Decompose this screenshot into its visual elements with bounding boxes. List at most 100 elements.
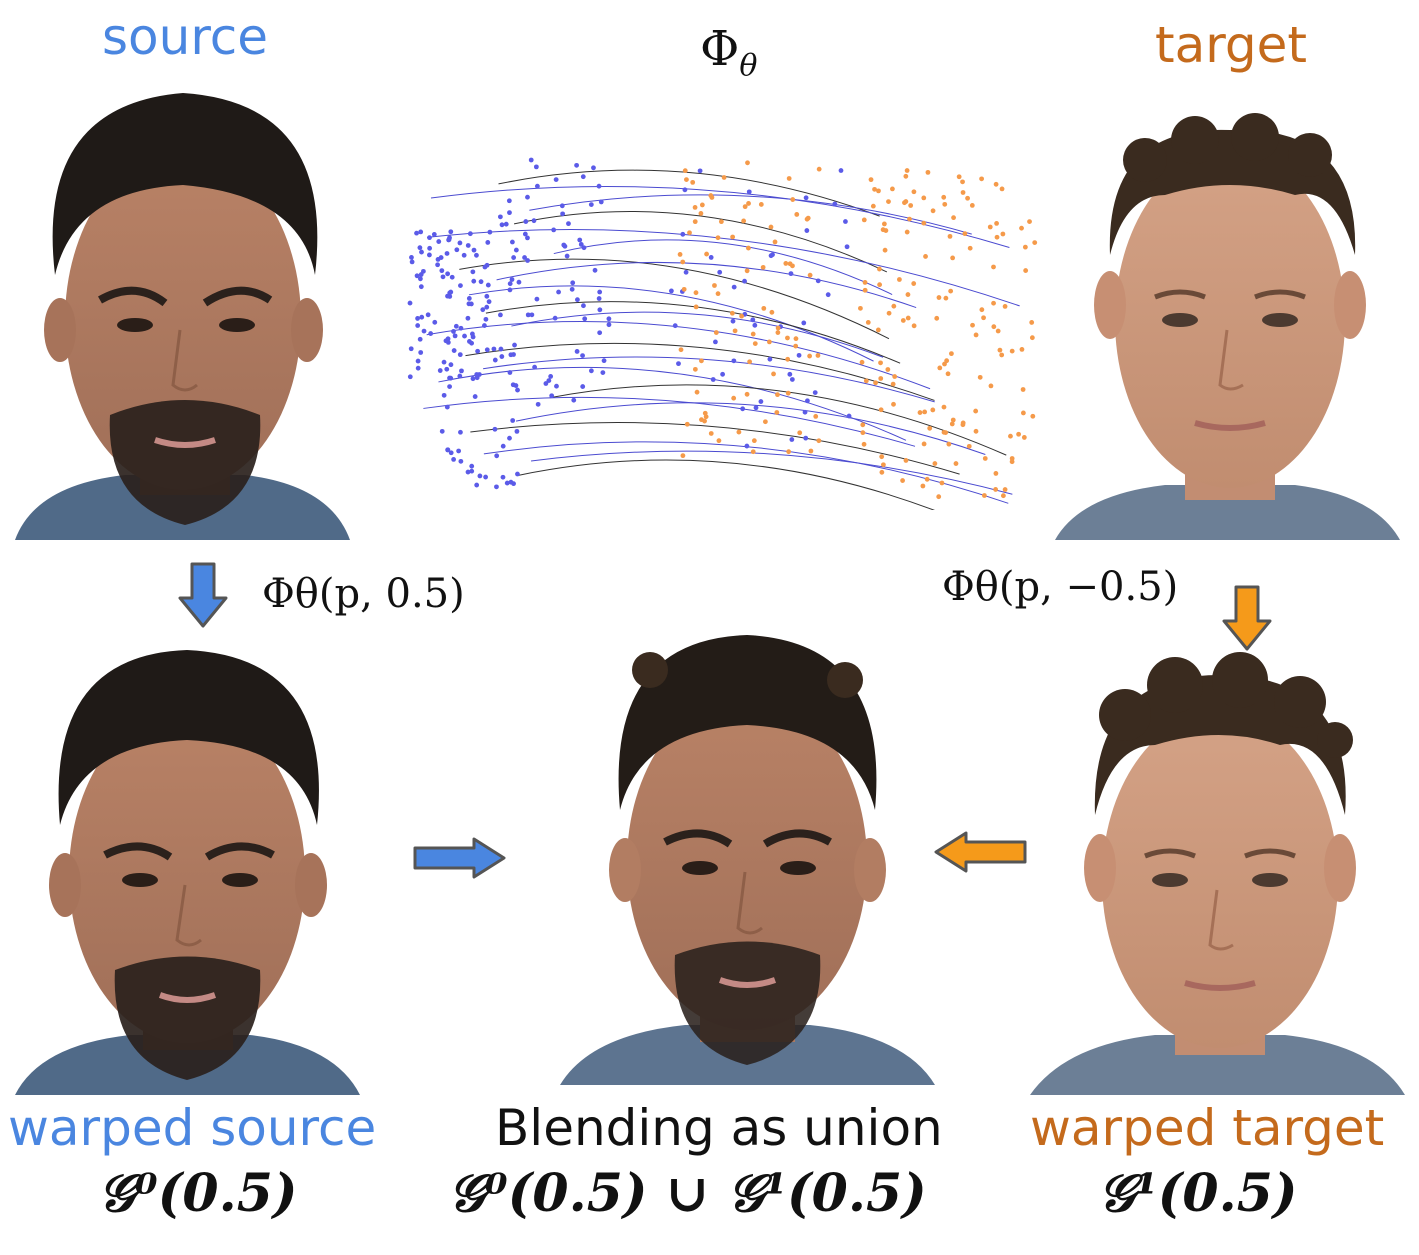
target-point: [1020, 387, 1026, 392]
target-point: [900, 478, 905, 483]
source-point: [552, 315, 558, 321]
source-point: [453, 323, 459, 329]
source-point: [446, 237, 452, 243]
target-point: [960, 190, 966, 195]
target-point: [878, 407, 884, 413]
source-point: [465, 315, 471, 321]
source-point: [415, 358, 421, 364]
source-label: source: [102, 8, 269, 66]
g0-formula: 𝒢⁰(0.5): [98, 1163, 298, 1224]
source-point: [500, 474, 506, 480]
source-point: [414, 273, 420, 279]
target-point: [745, 160, 750, 166]
target-point: [981, 493, 987, 498]
target-point: [680, 259, 686, 265]
target-point: [907, 216, 912, 222]
source-point: [471, 247, 477, 253]
source-point: [451, 348, 457, 353]
source-point: [407, 300, 413, 306]
target-point: [917, 410, 923, 415]
source-point: [435, 257, 441, 262]
source-point: [553, 177, 559, 183]
source-point: [509, 239, 515, 245]
target-point: [785, 356, 791, 362]
target-point: [991, 324, 997, 330]
source-point: [582, 316, 588, 322]
source-point: [600, 370, 606, 376]
source-point: [752, 322, 758, 328]
target-point: [903, 458, 909, 463]
blending-label: Blending as union: [495, 1099, 943, 1157]
target-point: [932, 461, 938, 466]
target-point: [886, 310, 892, 316]
target-point: [973, 408, 979, 414]
target-point: [805, 215, 811, 221]
target-point: [680, 453, 686, 459]
source-point: [471, 278, 477, 284]
target-point: [730, 234, 736, 240]
target-point: [942, 201, 948, 207]
target-point: [911, 189, 917, 195]
source-point: [843, 219, 848, 224]
source-point: [441, 359, 447, 365]
source-point: [767, 356, 773, 362]
trajectory-line: [511, 311, 884, 358]
target-point: [988, 383, 994, 389]
source-point: [507, 281, 513, 287]
target-point: [937, 365, 943, 371]
source-point: [597, 330, 603, 336]
source-point: [697, 168, 703, 174]
target-point: [807, 272, 813, 278]
target-point: [920, 483, 926, 489]
source-point: [511, 481, 516, 487]
source-point: [445, 339, 451, 345]
source-point: [499, 354, 505, 359]
source-point: [417, 276, 423, 282]
target-point: [785, 390, 791, 396]
source-point: [440, 274, 446, 280]
target-point: [694, 389, 700, 395]
trajectory-line: [465, 342, 935, 401]
target-point: [681, 286, 687, 292]
trajectory-line: [515, 402, 986, 455]
source-point: [717, 269, 723, 275]
target-point: [873, 380, 878, 386]
target-point: [903, 199, 909, 204]
source-point: [546, 378, 552, 384]
source-point: [451, 329, 456, 334]
source-point: [441, 392, 447, 398]
source-point: [484, 347, 490, 353]
target-point: [922, 409, 928, 415]
source-point: [418, 229, 424, 235]
trajectory-line: [426, 229, 1020, 307]
source-point: [812, 390, 818, 395]
source-point: [415, 316, 420, 321]
target-point: [950, 255, 956, 261]
target-point: [1019, 225, 1024, 231]
target-point: [960, 179, 965, 185]
target-point: [715, 235, 721, 241]
target-point: [1000, 493, 1006, 499]
source-point: [431, 232, 437, 237]
target-point: [1030, 413, 1036, 419]
trajectory-line: [483, 356, 935, 403]
source-point: [554, 383, 559, 389]
target-point: [930, 407, 936, 413]
source-point: [465, 243, 471, 248]
trajectory-line: [483, 441, 1009, 504]
source-point: [419, 314, 425, 320]
source-point: [559, 203, 565, 209]
source-point: [497, 214, 503, 220]
source-point: [525, 258, 530, 263]
down-arrow-icon: [178, 562, 228, 628]
source-point: [788, 271, 794, 277]
target-point: [870, 203, 876, 209]
source-point: [805, 398, 810, 404]
target-point: [949, 421, 955, 427]
source-point: [529, 312, 535, 318]
source-point: [531, 218, 537, 224]
source-point: [713, 339, 718, 345]
phi-symbol: Φ: [700, 21, 740, 77]
source-point: [482, 264, 488, 270]
target-point: [736, 429, 742, 435]
